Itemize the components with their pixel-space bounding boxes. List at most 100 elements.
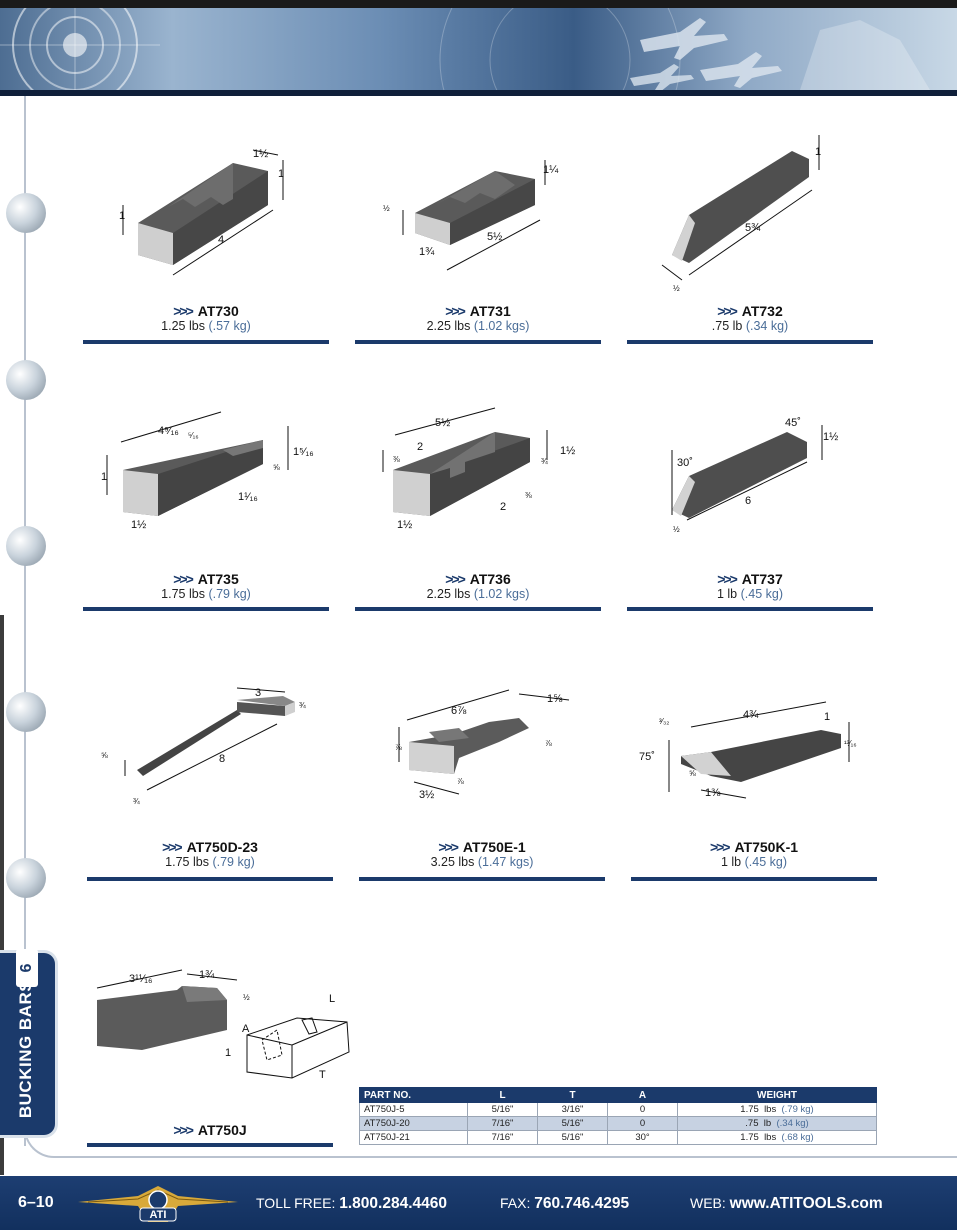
product-name: >>>AT750K-1: [631, 839, 877, 855]
fax-number: 760.746.4295: [534, 1195, 630, 1212]
column-header: T: [537, 1087, 608, 1103]
chevron-icon: >>>: [173, 303, 193, 319]
globe-icon: [6, 360, 46, 400]
product-name-text: AT732: [741, 303, 783, 319]
toll-free-number: 1.800.284.4460: [339, 1195, 447, 1212]
dim-label: ½: [383, 204, 390, 213]
dim-label: 1½: [131, 519, 146, 531]
section-tab[interactable]: 6 BUCKING BARS: [0, 949, 58, 1138]
weight-lbs: 1.75 lbs: [165, 855, 209, 869]
banner-top-stripe: [0, 0, 957, 8]
product-card-at750j: 3¹¹⁄₁₆ 1¾ ½ A 1 L T >>>AT750J: [87, 960, 357, 1152]
product-name-text: AT750D-23: [186, 839, 258, 855]
column-header: PART NO.: [359, 1087, 468, 1103]
globe-icon: [6, 526, 46, 566]
weight-kg: (.45 kg): [744, 855, 788, 869]
weight-kg: (.34 kg): [776, 1118, 809, 1129]
chevron-icon: >>>: [717, 303, 737, 319]
product-name-text: AT735: [197, 571, 239, 587]
product-weight: .75 lb (.34 kg): [627, 319, 873, 334]
toll-free: TOLL FREE: 1.800.284.4460: [256, 1195, 447, 1213]
web[interactable]: WEB: www.ATITOOLS.com: [690, 1195, 883, 1213]
weight-kg: (.79 kg): [208, 587, 251, 601]
web-label: WEB:: [690, 1195, 726, 1211]
dim-label: ⅞: [395, 743, 402, 752]
product-name: >>>AT750D-23: [87, 839, 333, 855]
weight-lbs: 2.25 lbs: [426, 319, 471, 333]
product-weight: 1.25 lbs (.57 kg): [83, 319, 329, 334]
weight-kg: (.45 kg): [740, 587, 784, 601]
product-divider: [631, 877, 877, 881]
chevron-icon: >>>: [445, 303, 465, 319]
banner-bottom-stripe: [0, 90, 957, 96]
product-name-text: AT750J: [197, 1122, 247, 1138]
column-header: WEIGHT: [677, 1087, 877, 1103]
at731-drawing: 1¼ ½ 1¾ 5½: [383, 160, 559, 271]
globe-icon: [6, 858, 46, 898]
weight-lbs: 1 lb: [716, 587, 738, 601]
at750k-drawing: 4¾ 1 ³⁄₃₂ 75˚ ⅝ 1⅜ ¹³⁄₁₆: [639, 701, 857, 799]
dim-label: ⅜: [525, 491, 532, 500]
dim-label: ¾: [133, 797, 140, 806]
page-footer: 6–10 ATI TOLL FREE: 1.800.284.4460 FAX: …: [0, 1176, 957, 1230]
banner-artwork: [0, 0, 930, 96]
cell-a: 0: [607, 1116, 678, 1131]
left-dark-rail: [0, 615, 4, 1175]
weight-lbs: .75 lb: [711, 319, 743, 333]
globe-icon: [6, 193, 46, 233]
at735-drawing: 4⁹⁄₁₆ ⁵⁄₁₆ 1⁵⁄₁₆ ⅝ 1 1¹⁄₁₆ 1½: [101, 411, 314, 531]
product-name: >>>AT735: [83, 571, 329, 587]
weight-kg: (.79 kg): [781, 1104, 814, 1115]
toll-free-label: TOLL FREE:: [256, 1195, 336, 1211]
header-banner: [0, 0, 957, 96]
weight-unit: lbs: [764, 1104, 777, 1115]
dim-label: A: [242, 1023, 250, 1035]
product-name: >>>AT750J: [87, 1122, 333, 1138]
product-name-text: AT736: [469, 571, 511, 587]
dim-label: 3: [255, 687, 261, 699]
product-divider: [87, 1143, 333, 1147]
product-weight: 1.75 lbs (.79 kg): [83, 587, 329, 602]
product-divider: [83, 607, 329, 611]
chevron-icon: >>>: [709, 839, 730, 855]
logo-text: ATI: [150, 1209, 167, 1221]
cell-weight: .75 lb (.34 kg): [677, 1116, 877, 1131]
cell-part: AT750J-21: [359, 1130, 468, 1145]
dim-label: 1: [119, 210, 125, 222]
dim-label: L: [329, 993, 335, 1005]
table-row: AT750J-21 7/16" 5/16" 30° 1.75 lbs (.68 …: [359, 1130, 877, 1145]
product-divider: [627, 340, 873, 344]
dim-label: 1⅝: [547, 693, 563, 705]
product-weight: 1 lb (.45 kg): [627, 587, 873, 602]
weight-unit: lbs: [764, 1132, 777, 1143]
dim-label: 5¾: [745, 222, 761, 234]
weight-kg: (.34 kg): [745, 319, 789, 333]
product-weight: 2.25 lbs (1.02 kgs): [355, 587, 601, 602]
weight-lbs: 1 lb: [720, 855, 742, 869]
product-card-at731: 1¼ ½ 1¾ 5½ >>>AT731 2.25 lbs (1.02 kgs): [355, 115, 601, 347]
dim-label: 4¾: [743, 709, 759, 721]
ati-logo: ATI: [78, 1186, 238, 1222]
at750j-drawing: 3¹¹⁄₁₆ 1¾ ½ A 1 L T: [96, 969, 350, 1081]
weight-kg: (.68 kg): [781, 1132, 814, 1143]
fax: FAX: 760.746.4295: [500, 1195, 629, 1213]
weight-lbs: 1.75 lbs: [161, 587, 205, 601]
product-divider: [627, 607, 873, 611]
web-link[interactable]: www.ATITOOLS.com: [729, 1195, 883, 1212]
product-weight: 3.25 lbs (1.47 kgs): [359, 855, 605, 870]
weight-kg: (.79 kg): [212, 855, 255, 869]
dim-label: 1½: [397, 519, 412, 531]
dim-label: ⅞: [457, 777, 464, 786]
cell-t: 5/16": [537, 1116, 608, 1131]
dim-label: 4: [218, 234, 224, 246]
product-name: >>>AT737: [627, 571, 873, 587]
dim-label: 1: [278, 168, 284, 180]
product-name: >>>AT750E-1: [359, 839, 605, 855]
chevron-icon: >>>: [717, 571, 737, 587]
product-name: >>>AT732: [627, 303, 873, 319]
product-card-at750d-23: 3 ¾ 8 ⅝ ¾ >>>AT750D-23 1.75 lbs (.79 kg): [87, 672, 333, 885]
dim-label: 1½: [560, 445, 575, 457]
product-name-text: AT750E-1: [462, 839, 526, 855]
cell-l: 7/16": [467, 1116, 538, 1131]
chevron-icon: >>>: [173, 571, 193, 587]
